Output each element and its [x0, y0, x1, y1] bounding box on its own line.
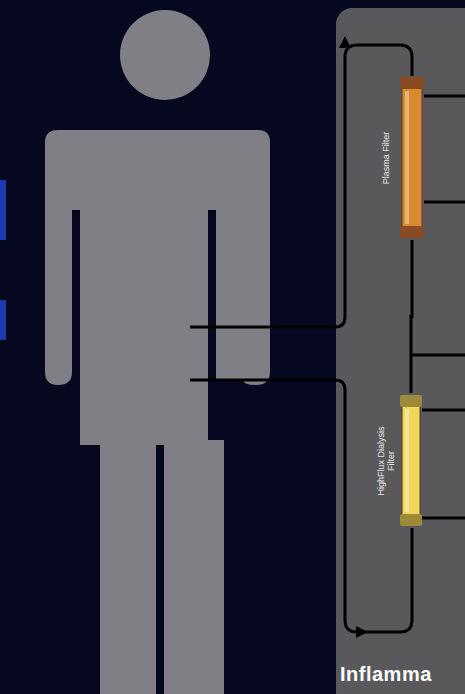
arrow-head — [356, 626, 368, 638]
background-patch — [0, 180, 6, 240]
tube-connector — [411, 240, 412, 393]
filter-cartridge — [400, 75, 424, 240]
arrow-head — [339, 36, 351, 48]
panel-title: Inflamma — [340, 663, 432, 686]
person-silhouette — [45, 10, 270, 694]
blood-lines — [190, 45, 465, 632]
filter-label: Plasma Filter — [381, 113, 391, 203]
filter: Plasma Filter — [372, 75, 424, 240]
filter-label: HighFlux Dialysis Filter — [376, 426, 396, 496]
device-panel: Inflamma Plasma FilterHighFlux Dialysis F… — [336, 8, 465, 694]
filter-cartridge — [400, 393, 422, 528]
background-patch — [0, 300, 6, 340]
device-panel — [336, 8, 465, 694]
filter: HighFlux Dialysis Filter — [372, 393, 422, 528]
